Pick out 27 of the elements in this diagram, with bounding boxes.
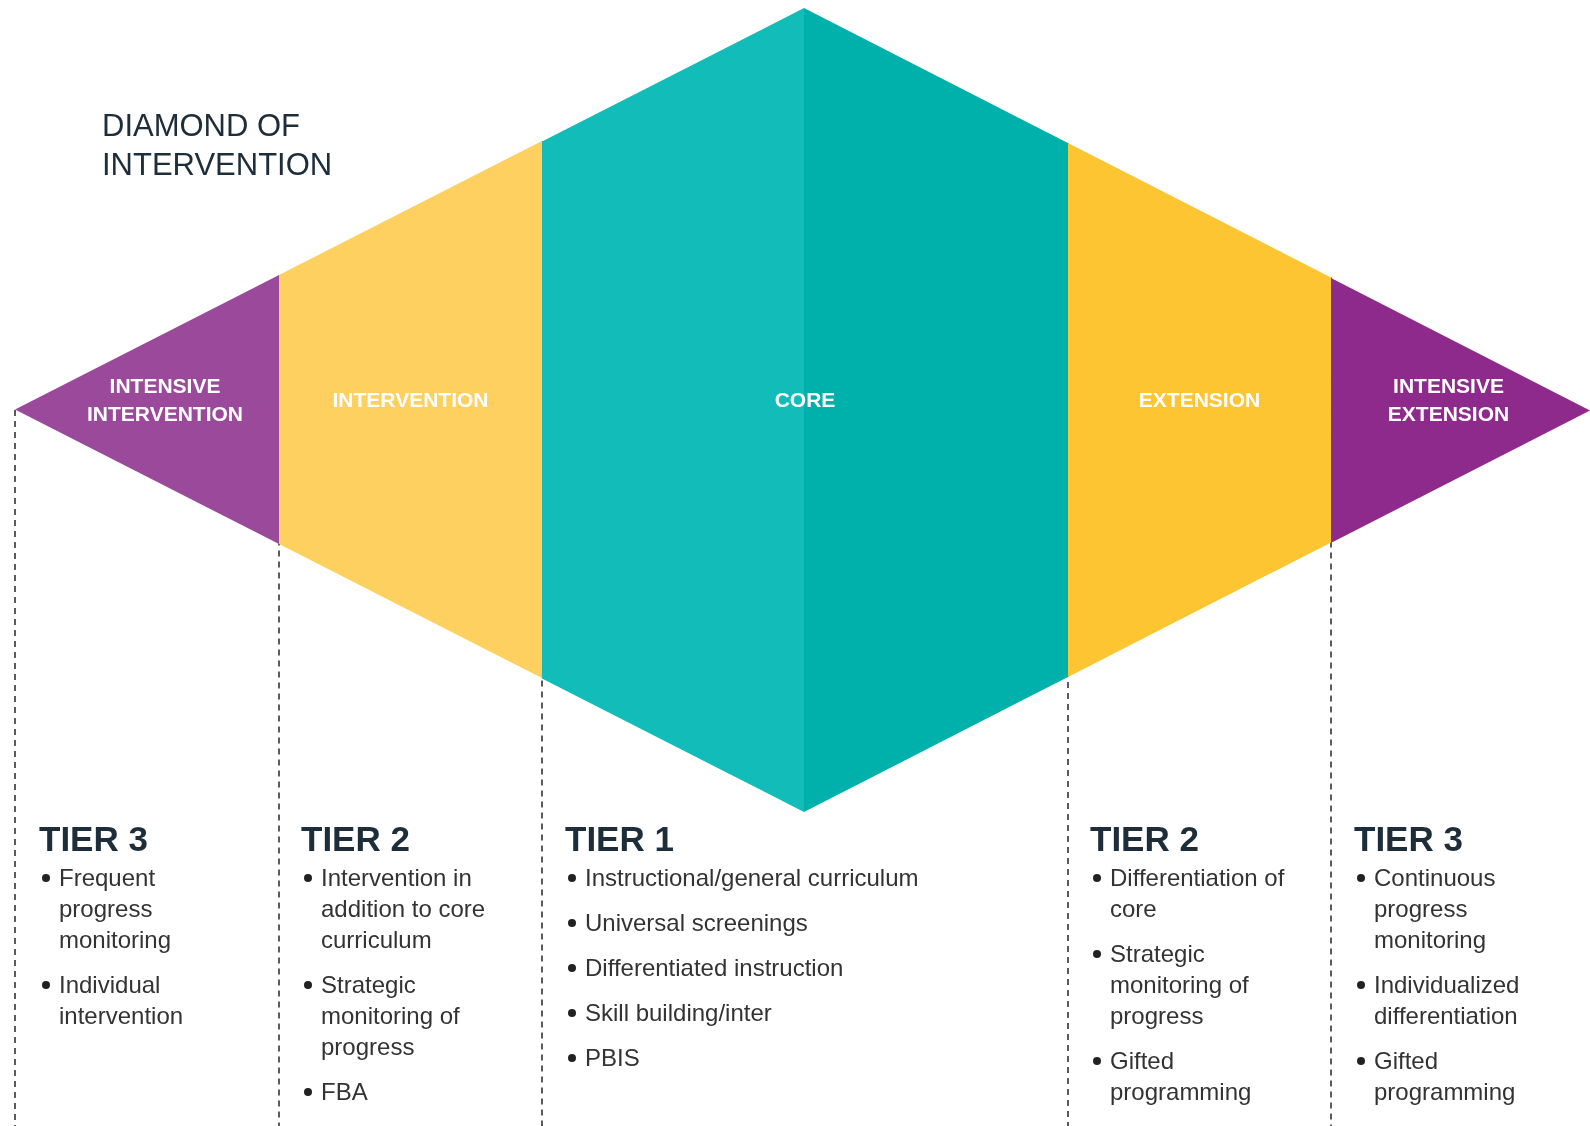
bullet-item: Intervention in addition to core curriculum xyxy=(301,862,516,955)
segment-label: CORE xyxy=(774,387,836,413)
bullet-item: PBIS xyxy=(565,1042,1045,1073)
bullet-item: Differentiated instruction xyxy=(565,952,1045,983)
segment-label: INTERVENTION xyxy=(332,387,489,413)
tier-heading: TIER 1 xyxy=(565,818,675,860)
bullet-item: Individual intervention xyxy=(39,969,224,1031)
bullet-item: Strategic monitoring of progress xyxy=(301,969,516,1062)
bullet-item: Continuous progress monitoring xyxy=(1354,862,1529,955)
bullet-item: FBA xyxy=(301,1076,516,1107)
bullet-item: Frequent progress monitoring xyxy=(39,862,224,955)
bullet-item: Differentiation of core xyxy=(1090,862,1290,924)
bullet-item: Gifted programming xyxy=(1090,1045,1290,1107)
bullet-item: Strategic monitoring of progress xyxy=(1090,938,1290,1031)
tier-heading: TIER 3 xyxy=(1354,818,1464,860)
segment-label: INTENSIVE EXTENSION xyxy=(1386,373,1511,427)
bullet-item: Skill building/inter xyxy=(565,997,1045,1028)
tier-heading: TIER 2 xyxy=(1090,818,1200,860)
bullet-item: Universal screenings xyxy=(565,907,1045,938)
bullet-item: Instructional/general curriculum xyxy=(565,862,1045,893)
diagram-title: DIAMOND OF INTERVENTION xyxy=(102,107,334,184)
tier-heading: TIER 2 xyxy=(301,818,411,860)
segment-label: EXTENSION xyxy=(1138,387,1261,413)
bullet-item: Individualized differentiation xyxy=(1354,969,1529,1031)
bullet-item: Gifted programming xyxy=(1354,1045,1529,1107)
tier-heading: TIER 3 xyxy=(39,818,149,860)
segment-label: INTENSIVE INTERVENTION xyxy=(86,373,244,427)
